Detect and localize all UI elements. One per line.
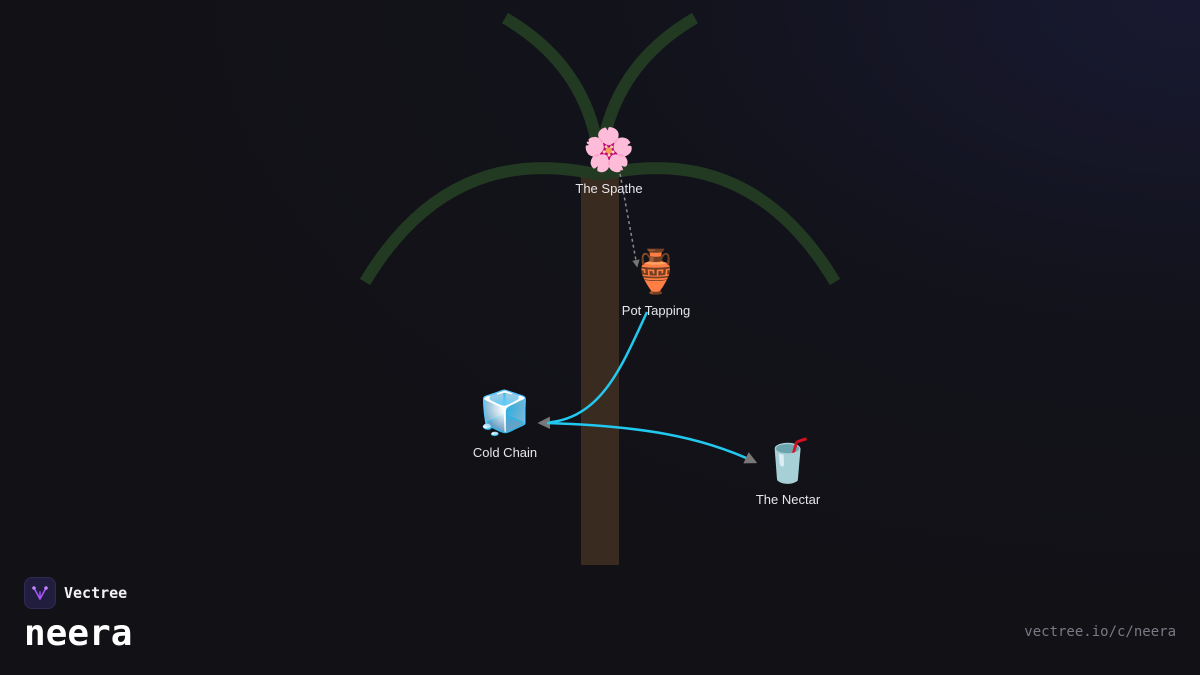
frond-upper-right [596, 12, 699, 151]
collection-title: neera [24, 613, 133, 654]
node-pot-tapping[interactable]: 🏺 Pot Tapping [622, 247, 690, 318]
palm-fronds [359, 12, 841, 286]
node-spathe[interactable]: 🌸 The Spathe [575, 125, 642, 196]
edge-cold-to-nectar [546, 421, 758, 464]
node-cold-chain[interactable]: 🧊 Cold Chain [473, 388, 537, 460]
frond-lower-right [598, 162, 841, 286]
node-label: Cold Chain [473, 445, 537, 460]
frond-lower-left [359, 162, 602, 286]
edge-spathe-to-pot [618, 167, 640, 268]
node-label: The Nectar [756, 492, 821, 507]
palm-trunk [581, 170, 619, 565]
vectree-logo-icon [24, 577, 56, 609]
brand-name: Vectree [64, 584, 128, 602]
edges [537, 167, 758, 464]
node-label: Pot Tapping [622, 303, 690, 318]
collection-url[interactable]: vectree.io/c/neera [1024, 624, 1176, 640]
node-nectar[interactable]: 🥤 The Nectar [756, 436, 821, 507]
edge-pot-to-cold [537, 311, 649, 430]
amphora-icon: 🏺 [630, 247, 682, 296]
brand[interactable]: Vectree [24, 577, 127, 609]
ice-cube-icon: 🧊 [479, 388, 531, 438]
frond-upper-left [501, 12, 604, 151]
cherry-blossom-icon: 🌸 [583, 125, 635, 174]
node-label: The Spathe [575, 181, 642, 196]
cup-with-straw-icon: 🥤 [762, 436, 814, 485]
